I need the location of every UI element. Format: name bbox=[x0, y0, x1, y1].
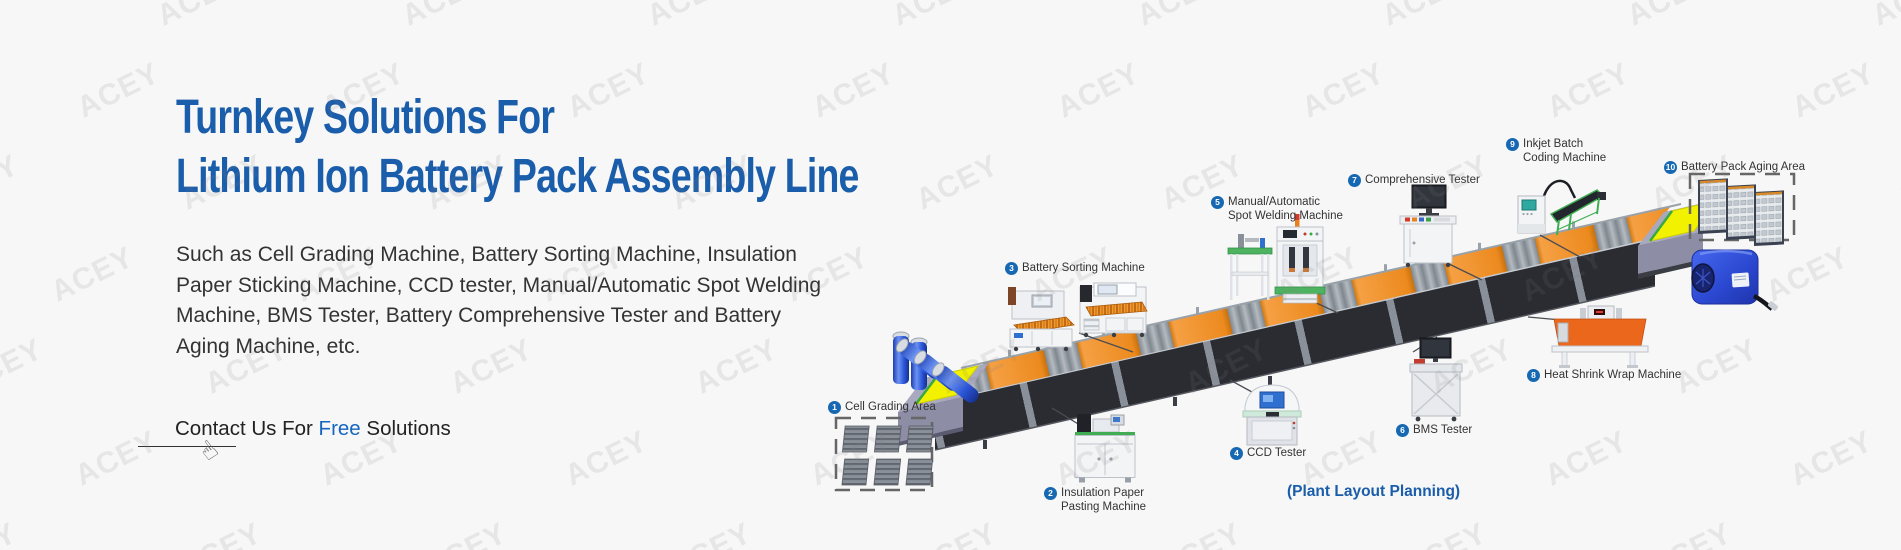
callout-bms-tester: 6 BMS Tester bbox=[1396, 424, 1472, 438]
hero-description-line: Such as Cell Grading Machine, Battery So… bbox=[176, 243, 797, 266]
callout-text: Battery Pack Aging Area bbox=[1681, 161, 1806, 173]
bms-tester-machine bbox=[1409, 337, 1463, 422]
callout-text: BMS Tester bbox=[1413, 424, 1473, 436]
callout-battery-sorting-machine: 3 Battery Sorting Machine bbox=[1005, 262, 1145, 276]
callout-text: Heat Shrink Wrap Machine bbox=[1544, 369, 1682, 381]
callout-number-badge: 9 bbox=[1506, 138, 1519, 151]
callout-number-badge: 2 bbox=[1044, 487, 1057, 500]
cta-highlight: Free bbox=[318, 417, 361, 440]
battery-pack-aging-area-illustration bbox=[1688, 172, 1796, 246]
insulation-paper-pasting-machine bbox=[1074, 414, 1136, 483]
battery-sorting-machine-left bbox=[1008, 287, 1075, 352]
callout-heat-shrink-wrap-machine: 8 Heat Shrink Wrap Machine bbox=[1527, 369, 1681, 383]
cell-grading-area-illustration bbox=[834, 416, 934, 492]
page-title-line1: Turnkey Solutions For bbox=[176, 91, 555, 144]
hero-description: Such as Cell Grading Machine, Battery So… bbox=[176, 240, 821, 362]
battery-pack-illustration bbox=[1691, 249, 1778, 311]
cta-underline bbox=[138, 446, 236, 447]
spot-welding-machine bbox=[1274, 214, 1326, 304]
cta-suffix: Solutions bbox=[360, 417, 451, 440]
callout-text: Comprehensive Tester bbox=[1365, 174, 1480, 186]
callout-comprehensive-tester: 7 Comprehensive Tester bbox=[1348, 174, 1480, 188]
battery-sorting-machine-right bbox=[1079, 282, 1148, 338]
callout-battery-pack-aging-area: 10 Battery Pack Aging Area bbox=[1664, 161, 1805, 175]
callout-number-badge: 3 bbox=[1005, 262, 1018, 275]
cta-prefix: Contact Us For bbox=[175, 417, 319, 440]
callout-text: CCD Tester bbox=[1247, 447, 1307, 459]
comprehensive-tester-machine bbox=[1399, 184, 1457, 268]
heat-shrink-wrap-machine bbox=[1551, 305, 1649, 368]
ccd-tester-machine bbox=[1242, 384, 1302, 446]
callout-text: Cell Grading Area bbox=[845, 401, 936, 413]
battery-cells-illustration bbox=[892, 331, 979, 403]
callout-number-badge: 7 bbox=[1348, 174, 1361, 187]
hero-description-line: Paper Sticking Machine, CCD tester, Manu… bbox=[176, 273, 822, 297]
page-title-line2: Lithium Ion Battery Pack Assembly Line bbox=[176, 150, 859, 203]
contact-us-link[interactable]: Contact Us For Free Solutions bbox=[175, 417, 451, 441]
callout-number-badge: 6 bbox=[1396, 424, 1409, 437]
callout-text: Battery Sorting Machine bbox=[1022, 262, 1145, 274]
callout-number-badge: 1 bbox=[828, 401, 841, 414]
spot-welding-workbench bbox=[1227, 234, 1273, 300]
plant-layout-planning-caption: (Plant Layout Planning) bbox=[1287, 483, 1461, 500]
inkjet-batch-coding-machine bbox=[1517, 179, 1606, 236]
callout-number-badge: 4 bbox=[1230, 447, 1243, 460]
callout-cell-grading-area: 1 Cell Grading Area bbox=[828, 401, 936, 415]
callout-number-badge: 5 bbox=[1211, 196, 1224, 209]
callout-number-badge: 10 bbox=[1664, 161, 1677, 174]
hero-text-block: Turnkey Solutions For Lithium Ion Batter… bbox=[176, 88, 1051, 206]
hero-description-line: Aging Machine, etc. bbox=[176, 334, 361, 358]
callout-ccd-tester: 4 CCD Tester bbox=[1230, 447, 1306, 461]
hero-description-line: Machine, BMS Tester, Battery Comprehensi… bbox=[176, 304, 782, 327]
callout-number-badge: 8 bbox=[1527, 369, 1540, 382]
